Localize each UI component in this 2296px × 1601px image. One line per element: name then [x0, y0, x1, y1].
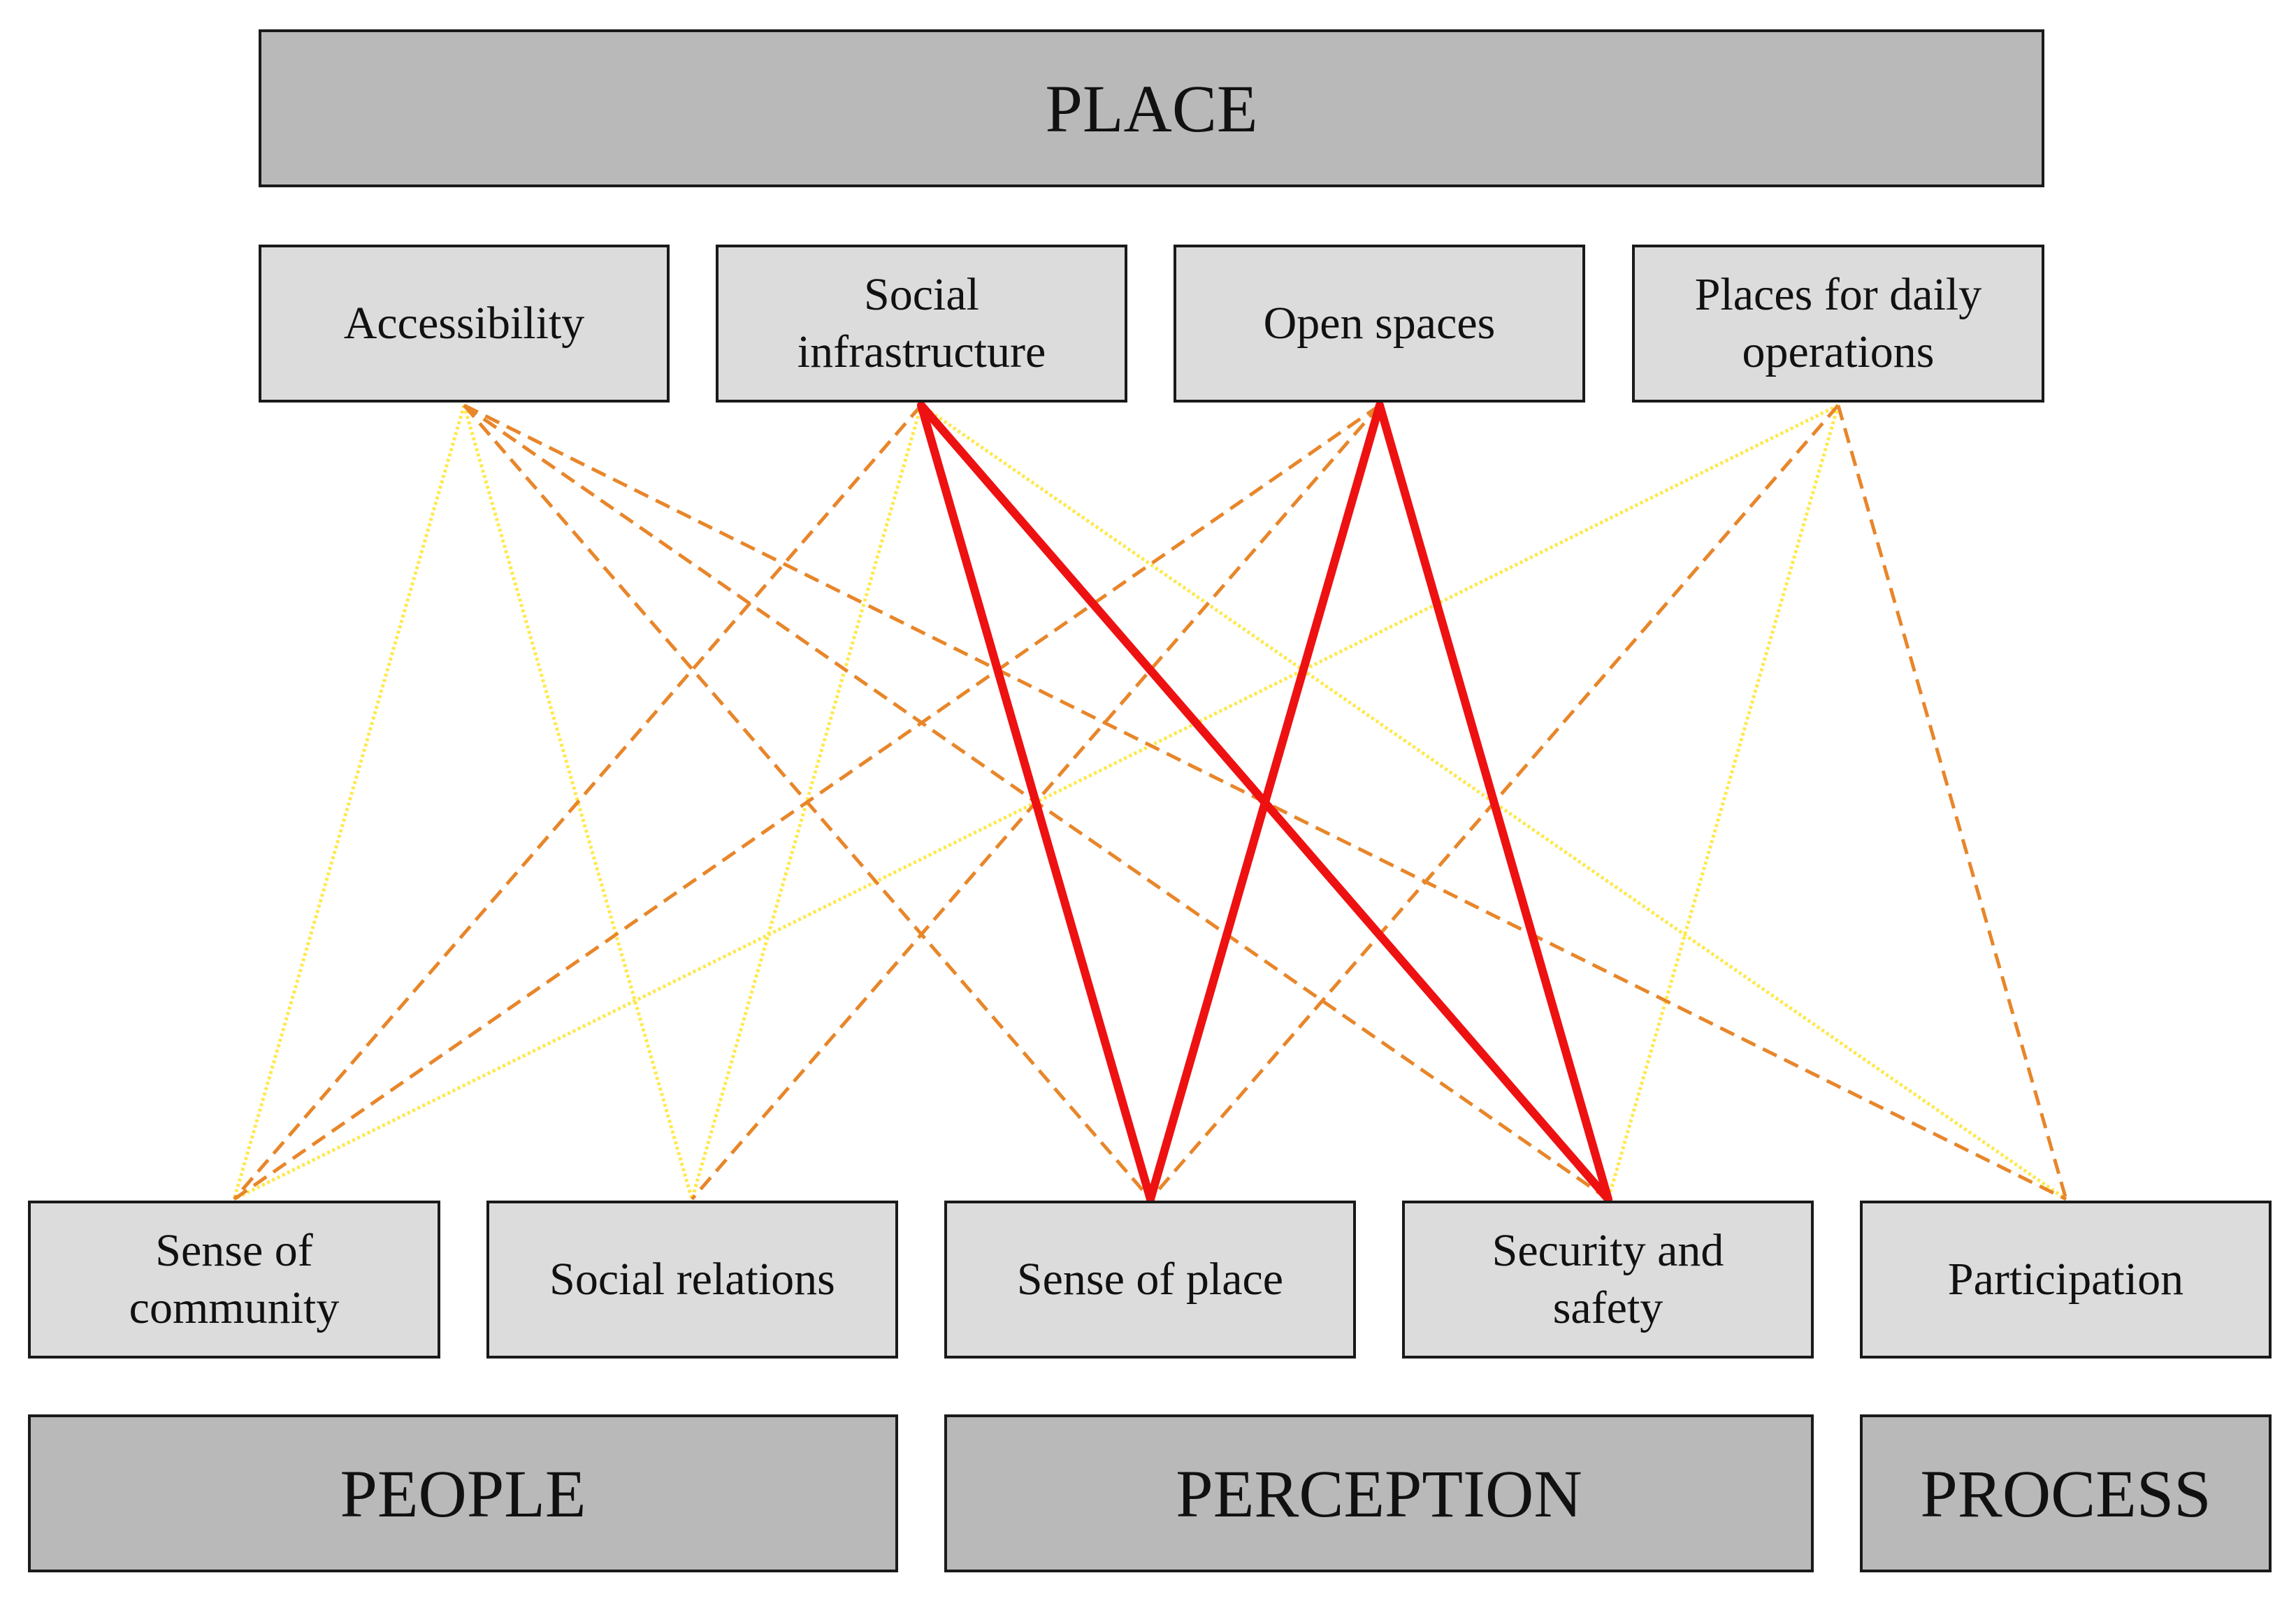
group-place: PLACE — [259, 29, 2044, 187]
factor-security-safety-label: Security and safety — [1492, 1224, 1724, 1334]
factor-participation-label: Participation — [1947, 1253, 2184, 1305]
link-accessibility-to-sense-of-community — [232, 405, 466, 1200]
group-process: PROCESS — [1860, 1414, 2272, 1572]
factor-social-relations-label: Social relations — [549, 1253, 835, 1305]
factor-accessibility-label: Accessibility — [343, 297, 585, 349]
link-social-infrastructure-to-social-relations — [690, 405, 923, 1200]
factor-sense-of-community-label: Sense of community — [129, 1224, 340, 1334]
factor-places-daily-label: Places for daily operations — [1694, 268, 1982, 378]
link-social-infrastructure-to-sense-of-community — [233, 404, 923, 1201]
link-places-daily-to-participation — [1836, 405, 2068, 1200]
link-social-infrastructure-to-sense-of-place — [917, 401, 1155, 1203]
factor-open-spaces-label: Open spaces — [1263, 297, 1496, 349]
link-accessibility-to-social-relations — [462, 405, 694, 1200]
factor-social-infrastructure-label: Social infrastructure — [797, 268, 1046, 378]
factor-social-infrastructure: Social infrastructure — [716, 245, 1127, 403]
factor-sense-of-community: Sense of community — [28, 1201, 440, 1359]
group-people-label: PEOPLE — [340, 1456, 586, 1531]
group-people: PEOPLE — [28, 1414, 898, 1572]
link-places-daily-to-security-safety — [1606, 405, 1840, 1200]
factor-places-daily: Places for daily operations — [1632, 245, 2044, 403]
link-open-spaces-to-security-safety — [1376, 401, 1612, 1203]
factor-participation: Participation — [1860, 1201, 2272, 1359]
link-open-spaces-to-sense-of-place — [1146, 401, 1384, 1203]
factor-sense-of-place-label: Sense of place — [1016, 1253, 1284, 1305]
factor-security-safety: Security and safety — [1402, 1201, 1814, 1359]
link-open-spaces-to-sense-of-community — [233, 403, 1381, 1201]
group-perception-label: PERCEPTION — [1176, 1456, 1582, 1531]
factor-open-spaces: Open spaces — [1174, 245, 1585, 403]
factor-sense-of-place: Sense of place — [944, 1201, 1356, 1359]
group-place-label: PLACE — [1045, 71, 1258, 146]
group-perception: PERCEPTION — [944, 1414, 1814, 1572]
factor-accessibility: Accessibility — [259, 245, 670, 403]
group-process-label: PROCESS — [1920, 1456, 2211, 1531]
factor-social-relations: Social relations — [486, 1201, 898, 1359]
